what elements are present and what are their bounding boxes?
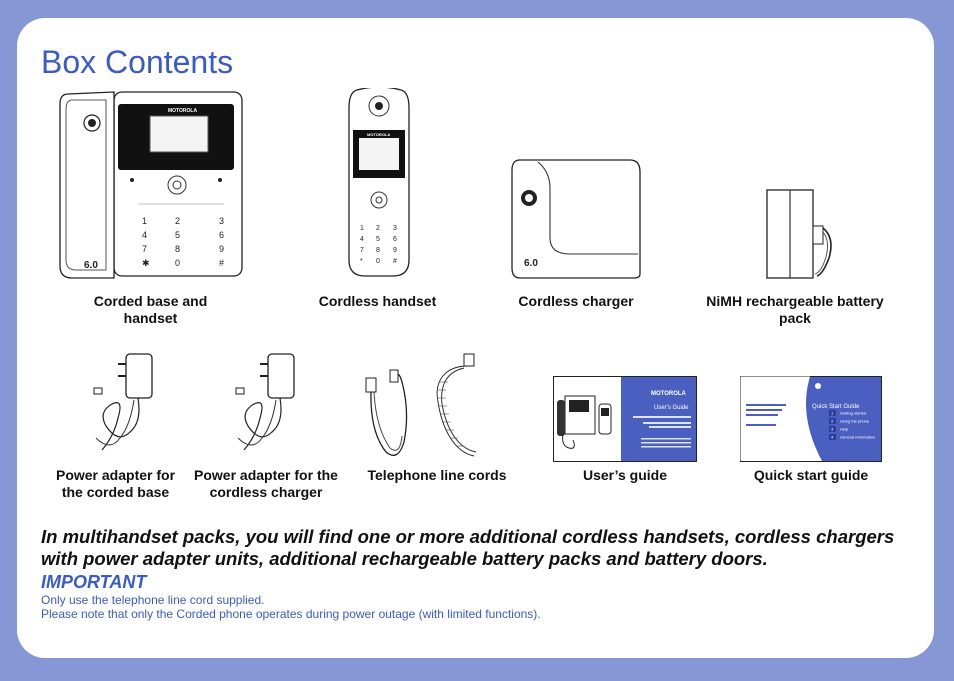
svg-text:#: #	[393, 258, 397, 265]
svg-text:4: 4	[360, 236, 364, 243]
users-guide-icon: User's Guide MOTOROLA	[553, 376, 697, 462]
svg-text:3: 3	[393, 225, 397, 232]
brand-label: MOTOROLA	[168, 108, 197, 114]
key-4: 4	[142, 230, 147, 240]
multihandset-note: In multihandset packs, you will find one…	[41, 526, 895, 569]
svg-text:4: 4	[831, 435, 834, 440]
key-0: 0	[175, 258, 180, 268]
page-title: Box Contents	[41, 44, 234, 80]
cordless-handset-icon: MOTOROLA 1 2 3 4 5 6 7 8 9 * 0 #	[347, 88, 411, 278]
caption-battery-pack: NiMH rechargeable battery pack	[706, 293, 884, 326]
caption-users-guide: User’s guide	[582, 467, 668, 483]
key-5: 5	[175, 230, 180, 240]
corded-base-icon: 6.0 MOTOROLA 1 2 3 4 5 6 7 8 9 ✱ 0 #	[58, 90, 246, 280]
brand-label: MOTOROLA	[367, 132, 390, 137]
quick-start-guide-icon: Quick Start Guide 1 Getting started 2 Us…	[740, 376, 882, 462]
line-cord-icon	[364, 352, 486, 462]
power-adapter-icon	[90, 352, 156, 460]
caption-adapter-corded: Power adapter for the corded base	[55, 467, 176, 500]
caption-cordless-charger: Cordless charger	[518, 293, 634, 309]
key-star: ✱	[142, 258, 150, 268]
users-guide-title: User's Guide	[654, 405, 689, 411]
key-9: 9	[219, 244, 224, 254]
caption-adapter-cordless: Power adapter for the cordless charger	[194, 467, 338, 500]
svg-text:2: 2	[376, 225, 380, 232]
quick-start-step: Getting started	[840, 411, 866, 416]
svg-text:5: 5	[376, 236, 380, 243]
caption-quick-start-guide: Quick start guide	[753, 467, 869, 483]
svg-text:9: 9	[393, 247, 397, 254]
quick-start-step: Help	[840, 427, 849, 432]
svg-text:3: 3	[831, 427, 834, 432]
dect-label: 6.0	[524, 258, 538, 269]
caption-line-cords: Telephone line cords	[367, 467, 507, 483]
svg-text:1: 1	[360, 225, 364, 232]
caption-cordless-handset: Cordless handset	[318, 293, 437, 309]
svg-text:0: 0	[376, 258, 380, 265]
battery-pack-icon	[765, 188, 835, 280]
quick-start-step: General information	[840, 435, 875, 440]
key-3: 3	[219, 216, 224, 226]
svg-text:1: 1	[831, 411, 834, 416]
key-7: 7	[142, 244, 147, 254]
svg-text:8: 8	[376, 247, 380, 254]
power-adapter-icon	[232, 352, 298, 460]
svg-text:*: *	[360, 258, 363, 265]
brand-label: MOTOROLA	[651, 391, 687, 397]
quick-start-title: Quick Start Guide	[812, 404, 860, 410]
key-1: 1	[142, 216, 147, 226]
svg-text:7: 7	[360, 247, 364, 254]
caption-corded-base: Corded base and handset	[93, 293, 208, 326]
key-hash: #	[219, 258, 224, 268]
svg-text:6: 6	[393, 236, 397, 243]
important-line-cord: Only use the telephone line cord supplie…	[41, 593, 265, 607]
key-6: 6	[219, 230, 224, 240]
dect-label: 6.0	[84, 260, 98, 271]
key-2: 2	[175, 216, 180, 226]
svg-text:2: 2	[831, 419, 834, 424]
important-power-outage: Please note that only the Corded phone o…	[41, 607, 541, 621]
cordless-charger-icon: 6.0	[510, 158, 642, 280]
important-heading: IMPORTANT	[41, 572, 147, 592]
quick-start-step: Using the phone	[840, 419, 870, 424]
key-8: 8	[175, 244, 180, 254]
